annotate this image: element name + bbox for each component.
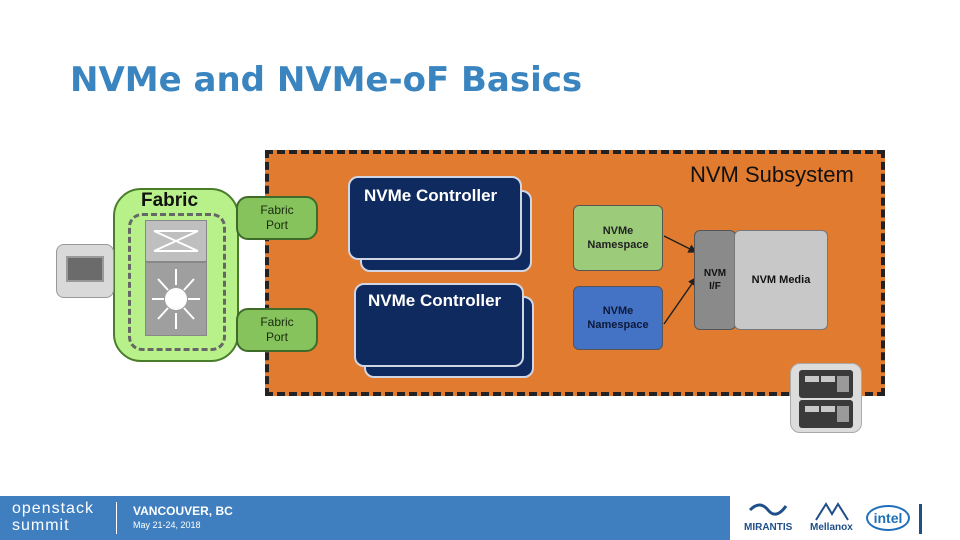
openstack-logo-line1: openstack [12, 500, 94, 517]
namespace-2: NVMe Namespace [573, 286, 663, 350]
nvm-interface-label: NVM I/F [703, 268, 727, 292]
controller-2-label: NVMe Controller [368, 291, 502, 310]
namespace-2-label: NVMe Namespace [587, 304, 649, 331]
controller-1-label: NVMe Controller [364, 186, 498, 205]
network-switch-icon [145, 220, 207, 262]
fabric-inner-border [128, 213, 226, 351]
fabric-port-2: Fabric Port [236, 308, 318, 352]
mellanox-logo-icon [812, 500, 852, 522]
nvm-media-label: NVM Media [751, 274, 811, 286]
fabric-port-1-label: Fabric Port [260, 203, 294, 232]
nvm-subsystem-label: NVM Subsystem [690, 162, 854, 187]
namespace-1: NVMe Namespace [573, 205, 663, 271]
fabric-label: Fabric [141, 190, 199, 211]
openstack-logo-line2: summit [12, 517, 70, 534]
router-icon [145, 262, 207, 336]
nvm-media: NVM Media [734, 230, 828, 330]
arrow-namespace-1 [663, 235, 698, 253]
mellanox-label: Mellanox [810, 522, 853, 533]
controller-1: NVMe Controller [348, 176, 522, 260]
fabric-port-1: Fabric Port [236, 196, 318, 240]
mirantis-label: MIRANTIS [744, 522, 793, 533]
host-screen [66, 256, 104, 282]
fabric-port-2-label: Fabric Port [260, 315, 294, 344]
footer-city: VANCOUVER, BC [133, 504, 233, 518]
slide-title: NVMe and NVMe-oF Basics [70, 60, 583, 100]
intel-logo-icon: intel [866, 505, 910, 531]
mirantis-logo-icon [748, 500, 788, 520]
footer-dates: May 21-24, 2018 [133, 520, 201, 530]
controller-2: NVMe Controller [354, 283, 524, 367]
intel-label: intel [873, 510, 903, 526]
nvm-interface: NVM I/F [694, 230, 736, 330]
namespace-1-label: NVMe Namespace [587, 224, 649, 251]
storage-server-icon [790, 363, 862, 433]
namespace-arrows [663, 235, 698, 325]
footer-logo-divider [919, 504, 922, 534]
footer-divider [116, 502, 117, 534]
arrow-namespace-2 [663, 276, 697, 325]
openstack-summit-logo: openstack summit [12, 500, 94, 534]
